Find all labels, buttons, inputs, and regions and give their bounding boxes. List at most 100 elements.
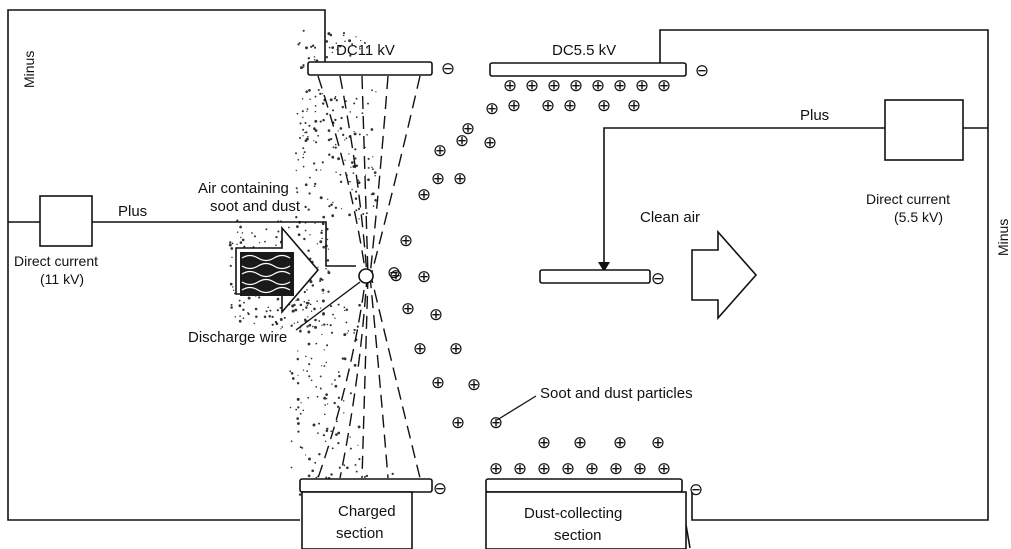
soot-dot: [343, 412, 345, 414]
soot-dot: [334, 118, 337, 122]
soot-dot: [330, 203, 333, 206]
soot-dot: [391, 472, 394, 476]
soot-dot: [268, 314, 271, 318]
soot-dot: [320, 365, 323, 367]
soot-dot: [358, 458, 361, 461]
soot-dot: [331, 109, 335, 112]
soot-dot: [281, 326, 284, 328]
soot-dot: [337, 441, 340, 445]
positive-charge-symbol: ⊕: [455, 131, 469, 150]
soot-dot: [305, 454, 307, 456]
soot-dot: [343, 333, 347, 337]
soot-dot: [300, 66, 303, 70]
soot-dot: [299, 122, 302, 125]
soot-dot: [307, 330, 311, 334]
left-minus-wire: [7, 9, 326, 521]
soot-dot: [352, 172, 355, 174]
dc-left-label-line2: (11 kV): [40, 271, 84, 287]
soot-dot: [353, 328, 356, 332]
soot-dot: [242, 308, 245, 311]
plates: [299, 61, 687, 493]
minus-left-label: Minus: [21, 51, 37, 88]
positive-charge-symbol: ⊕: [389, 266, 403, 285]
soot-dot: [327, 248, 330, 250]
soot-dot: [264, 240, 266, 243]
soot-dot: [304, 121, 307, 125]
soot-dot: [275, 244, 277, 247]
soot-dot: [267, 306, 270, 309]
soot-dot: [337, 371, 340, 373]
soot-dot: [327, 129, 331, 132]
soot-dot: [328, 153, 331, 156]
soot-dot: [271, 315, 274, 319]
soot-dot: [349, 54, 352, 57]
soot-dot: [312, 423, 316, 427]
positive-charge-symbol: ⊕: [651, 433, 665, 452]
positive-charge-symbol: ⊕: [417, 185, 431, 204]
soot-dot: [330, 137, 333, 141]
soot-dot: [361, 112, 364, 115]
soot-dot: [251, 232, 253, 234]
soot-dot: [362, 213, 365, 215]
soot-dot: [239, 241, 243, 244]
positive-charge-symbol: ⊕: [525, 76, 539, 95]
soot-dot: [236, 243, 238, 246]
soot-dot: [339, 180, 343, 184]
soot-dot: [326, 238, 329, 241]
positive-charge-symbol: ⊕: [413, 339, 427, 358]
positive-charge-symbol: ⊕: [489, 459, 503, 478]
soot-dot: [351, 188, 353, 191]
soot-dot: [236, 231, 239, 233]
soot-dot: [296, 397, 300, 401]
soot-dot: [317, 88, 320, 92]
soot-dot: [288, 226, 290, 229]
soot-mass-texture: [241, 254, 291, 294]
soot-dot: [316, 300, 318, 302]
soot-dot: [290, 324, 293, 327]
soot-dot: [302, 135, 304, 137]
positive-charge-symbol: ⊕: [585, 459, 599, 478]
soot-dot: [297, 43, 300, 46]
soot-dot: [313, 58, 316, 61]
soot-dot: [276, 297, 280, 301]
soot-dot: [365, 474, 369, 478]
soot-dot: [319, 279, 322, 283]
soot-dot: [298, 493, 302, 496]
soot-dot: [355, 164, 358, 168]
text-labels: DC11 kV DC5.5 kV Minus Minus Plus Plus A…: [14, 42, 1011, 544]
soot-dot: [321, 92, 324, 95]
soot-dot: [306, 289, 308, 291]
soot-dot: [309, 303, 312, 306]
soot-dot: [370, 128, 374, 131]
positive-charge-symbol: ⊕: [513, 459, 527, 478]
soot-dot: [275, 323, 278, 326]
soot-dot: [326, 323, 329, 326]
soot-dot: [353, 102, 356, 105]
soot-dot: [302, 308, 304, 311]
positive-charge-symbol: ⊕: [399, 231, 413, 250]
positive-charge-symbol: ⊕: [431, 169, 445, 188]
soot-dot: [308, 299, 310, 302]
soot-dot: [296, 382, 300, 385]
soot-dot: [275, 235, 278, 239]
positive-charge-symbol: ⊕: [569, 76, 583, 95]
soot-dot: [321, 333, 323, 336]
soot-dot: [302, 66, 305, 68]
soot-dot: [319, 375, 322, 378]
soot-dot: [342, 32, 346, 35]
soot-dot: [334, 143, 337, 146]
soot-dot: [358, 133, 361, 136]
soot-dot: [322, 215, 326, 219]
soot-dot: [374, 199, 377, 202]
soot-dot: [296, 422, 300, 425]
soot-dot: [296, 321, 299, 323]
positive-charge-symbol: ⊕: [449, 339, 463, 358]
soot-dot: [357, 444, 359, 446]
soot-dot: [349, 436, 351, 438]
soot-dot: [230, 306, 233, 309]
soot-dot: [295, 408, 298, 411]
soot-dot: [299, 303, 303, 307]
soot-dot: [303, 290, 306, 294]
soot-dot: [325, 429, 329, 433]
soot-dot: [302, 64, 305, 67]
